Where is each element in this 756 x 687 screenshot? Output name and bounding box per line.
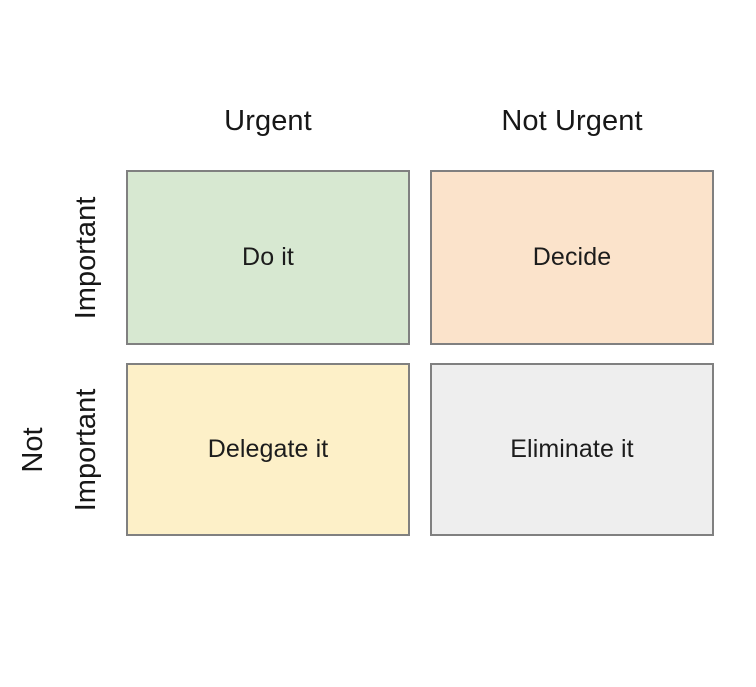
quadrant-decide-label: Decide bbox=[532, 243, 612, 271]
quadrant-delegate-it-label: Delegate it bbox=[207, 435, 329, 463]
quadrant-do-it-label: Do it bbox=[242, 243, 294, 271]
quadrant-eliminate-it[interactable]: Eliminate it bbox=[430, 363, 714, 536]
quadrant-eliminate-it-label: Eliminate it bbox=[510, 435, 634, 463]
quadrant-do-it[interactable]: Do it bbox=[126, 170, 410, 345]
row-label-important: Important bbox=[70, 196, 102, 320]
quadrant-decide[interactable]: Decide bbox=[430, 170, 714, 345]
column-header-not-urgent: Not Urgent bbox=[501, 105, 643, 137]
row-label-not-important-line-important: Important bbox=[70, 388, 102, 512]
row-label-not-important-line-not: Not bbox=[17, 427, 49, 473]
quadrant-delegate-it[interactable]: Delegate it bbox=[126, 363, 410, 536]
column-header-urgent: Urgent bbox=[224, 105, 312, 137]
